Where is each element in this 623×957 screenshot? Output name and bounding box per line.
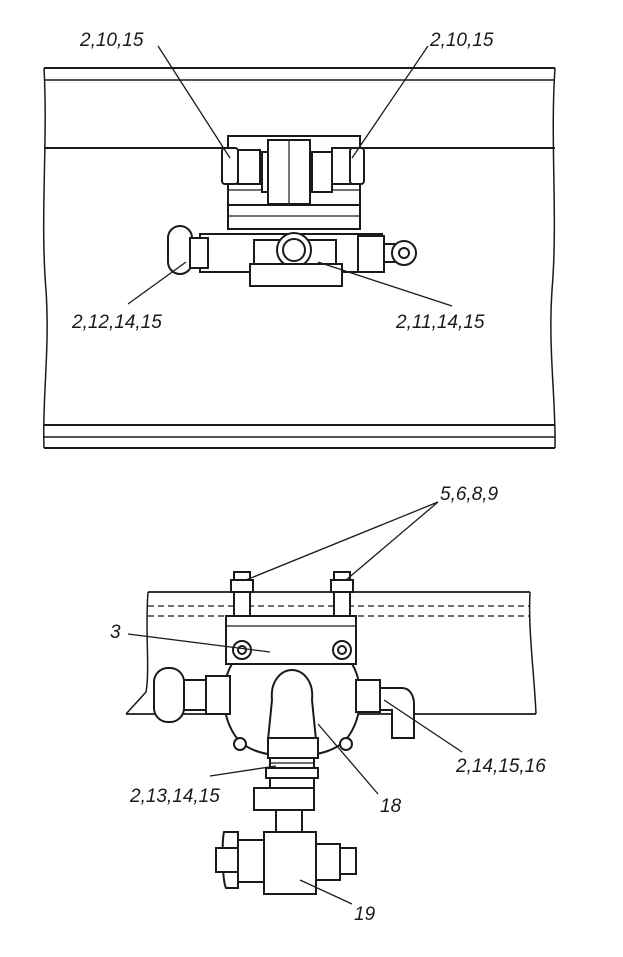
callout-bracket: 3 xyxy=(110,622,121,643)
right-fitting-side xyxy=(355,679,415,739)
top-view: 2,10,15 2,10,15 2,12,14,15 2,11,14,15 xyxy=(42,30,556,449)
bracket-side xyxy=(225,615,357,665)
callout-fitting-right: 2,14,15,16 xyxy=(455,756,546,777)
bolts xyxy=(230,571,354,621)
callout-upper-left: 2,10,15 xyxy=(79,30,144,51)
callout-lower-right: 2,11,14,15 xyxy=(395,312,485,333)
callout-bolts: 5,6,8,9 xyxy=(440,484,499,505)
leader-lines-side xyxy=(127,501,463,905)
drain-valve-side xyxy=(215,831,357,895)
left-fitting-side xyxy=(153,667,231,723)
callout-upper-right: 2,10,15 xyxy=(429,30,494,51)
side-view: 5,6,8,9 3 2,14,15,16 2,13,14,15 18 19 xyxy=(110,484,546,925)
valve-body-side xyxy=(223,663,361,759)
bracket-top xyxy=(221,135,365,230)
callout-valve-body: 18 xyxy=(380,796,402,817)
callout-lower-left: 2,12,14,15 xyxy=(71,312,162,333)
bottom-fitting-side xyxy=(253,757,319,835)
valve-top xyxy=(167,225,417,287)
callout-drain-valve: 19 xyxy=(354,904,376,925)
callout-fitting-bottom: 2,13,14,15 xyxy=(129,786,220,807)
leader-lines-top xyxy=(127,45,453,307)
